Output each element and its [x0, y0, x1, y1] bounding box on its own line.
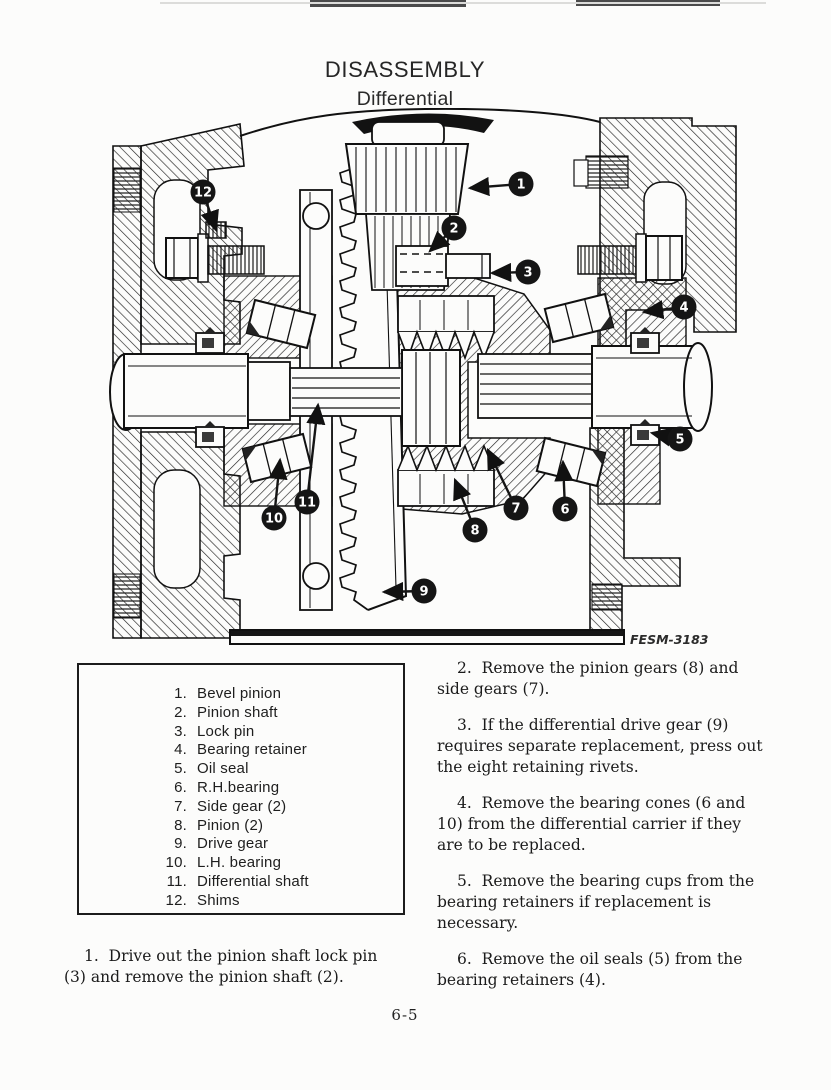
svg-text:10: 10: [265, 512, 283, 527]
legend-item: 7.Side gear (2): [174, 797, 287, 815]
bearing-top-right: [543, 292, 615, 344]
svg-text:7: 7: [511, 502, 520, 517]
housing-left-wall: [112, 123, 333, 639]
retainer-bolt-left: [165, 233, 265, 283]
step-4: 4. Remove the bearing cones (6 and 10) f…: [437, 794, 746, 854]
svg-text:11: 11: [298, 496, 316, 511]
svg-text:2: 2: [449, 222, 458, 237]
svg-text:1: 1: [516, 178, 525, 193]
oil-seal: [630, 327, 660, 354]
svg-text:12: 12: [194, 186, 212, 201]
callout-11: 11: [294, 489, 320, 515]
callout-9: 9: [411, 578, 437, 604]
step-2: 2. Remove the pinion gears (8) and side …: [437, 659, 739, 698]
pinion-gear-upper: [397, 295, 495, 361]
pinion-shaft: [395, 245, 449, 287]
legend-item: 9.Drive gear: [174, 835, 269, 853]
svg-text:8: 8: [470, 524, 479, 539]
legend-item: 4.Bearing retainer: [174, 741, 307, 759]
svg-text:3: 3: [523, 266, 532, 281]
legend-item: 1.Bevel pinion: [174, 685, 282, 702]
instructions-right-column: 2. Remove the pinion gears (8) and side …: [437, 658, 792, 1006]
svg-text:5: 5: [675, 433, 684, 448]
callout-4: 4: [671, 294, 697, 320]
legend-item: 2.Pinion shaft: [174, 703, 278, 721]
legend-item: 6.R.H.bearing: [174, 778, 280, 796]
svg-text:4: 4: [679, 301, 688, 316]
legend-item: 11.Differential shaft: [166, 872, 309, 890]
stud-bolt: [585, 155, 629, 189]
parts-legend-box: 1.Bevel pinion 2.Pinion shaft 3.Lock pin…: [77, 663, 405, 915]
step-1: 1. Drive out the pinion shaft lock pin (…: [64, 947, 378, 986]
step-6: 6. Remove the oil seals (5) from the bea…: [437, 950, 743, 989]
page-number: 6-5: [391, 1006, 419, 1024]
side-gear-lower: [397, 443, 495, 507]
oil-seal: [195, 327, 225, 354]
lock-pin: [445, 253, 491, 279]
callout-2: 2: [441, 215, 467, 241]
legend-item: 10.L.H. bearing: [165, 854, 282, 872]
legend-item: 3.Lock pin: [174, 722, 255, 740]
legend-item: 8.Pinion (2): [174, 816, 264, 834]
legend-item: 12.Shims: [165, 891, 240, 909]
page-title: DISASSEMBLY: [324, 57, 486, 82]
housing-base: [229, 629, 625, 645]
svg-text:6: 6: [560, 503, 569, 518]
callout-5: 5: [667, 426, 693, 452]
oil-seal: [195, 421, 225, 448]
differential-cross-section-diagram: FESM-3183 1 2 3 4 5 6 7 8 9 10 11 12: [109, 108, 737, 647]
step-3: 3. If the differential drive gear (9) re…: [437, 716, 763, 776]
callout-6: 6: [552, 496, 578, 522]
bearing-top-left: [245, 298, 317, 350]
differential-shaft-hub: [401, 349, 461, 447]
scan-artifact-line: [160, 2, 766, 4]
callout-1: 1: [508, 171, 534, 197]
callout-7: 7: [503, 495, 529, 521]
callout-12: 12: [190, 179, 216, 205]
callout-10: 10: [261, 505, 287, 531]
svg-text:9: 9: [419, 585, 428, 600]
retainer-bolt-right: [577, 233, 683, 283]
callout-3: 3: [515, 259, 541, 285]
page-subtitle: Differential: [356, 88, 454, 110]
callout-8: 8: [462, 517, 488, 543]
axle-shaft-right: [477, 342, 713, 432]
step-5: 5. Remove the bearing cups from the bear…: [437, 872, 755, 932]
legend-item: 5.Oil seal: [174, 760, 249, 778]
instructions-left-column: 1. Drive out the pinion shaft lock pin (…: [64, 946, 434, 1003]
figure-code-label: FESM-3183: [630, 632, 709, 647]
